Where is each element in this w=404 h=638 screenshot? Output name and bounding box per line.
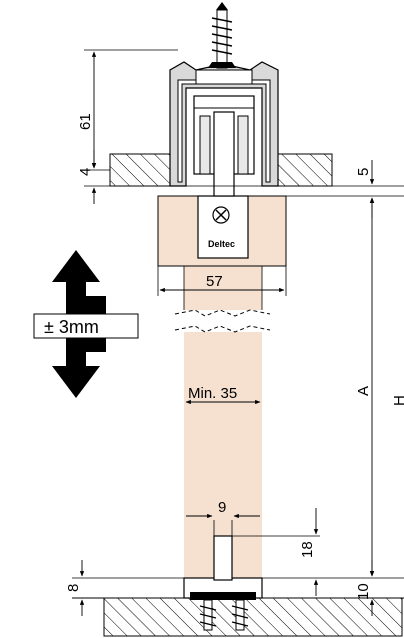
track-profile-inner [177, 79, 271, 183]
dim-total-height: H [391, 395, 404, 406]
dim-guide-height: 18 [299, 541, 316, 558]
clamp-screw-cross [215, 209, 227, 221]
floor-guide-base [190, 592, 256, 600]
roller-wheel-right [237, 115, 249, 175]
dim-floor-guide: 8 [65, 584, 82, 592]
extension-lines [72, 49, 404, 579]
dim-gap-bottom: 10 [355, 583, 372, 600]
ceiling-slab-left [109, 153, 179, 187]
adjustment-text: ± 3mm [44, 317, 99, 337]
brand-logo: Deltec [208, 239, 235, 249]
roller-hanger-stem [213, 111, 235, 197]
dim-min-thickness: Min. 35 [188, 385, 237, 402]
track-top-channel [195, 69, 253, 85]
dim-gap-top: 5 [355, 168, 372, 176]
door-break-line-lower [174, 325, 271, 333]
dim-panel-width: 57 [206, 273, 223, 290]
door-break-line-upper [174, 309, 271, 317]
adjustment-badge [33, 313, 139, 339]
floor-slab [103, 597, 403, 637]
floor-guide-fin [213, 535, 233, 581]
door-break-gap [175, 310, 270, 332]
ceiling-slab-right [275, 153, 333, 187]
dim-door-height: A [355, 386, 372, 396]
dim-guide-width: 9 [218, 499, 226, 516]
dim-ceiling-offset: 4 [77, 168, 94, 176]
roller-wheel-left [199, 115, 211, 175]
dim-track-height: 61 [77, 113, 94, 130]
floor-screw-right-icon [231, 599, 249, 631]
dimension-lines [79, 51, 375, 616]
top-screw-icon [208, 2, 236, 69]
floor-screw-left-icon [199, 599, 217, 631]
